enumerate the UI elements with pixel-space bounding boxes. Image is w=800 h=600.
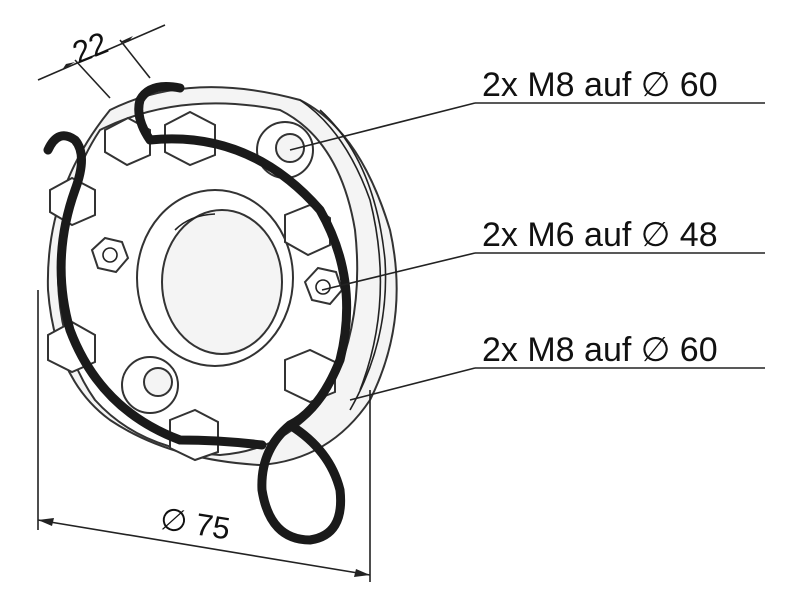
hex-nuts [90,236,344,306]
leader-lines [289,102,765,401]
callout-middle: 2x M6 auf ∅ 48 [482,216,718,254]
callout-bottom: 2x M8 auf ∅ 60 [482,331,718,369]
callout-top: 2x M8 auf ∅ 60 [482,66,718,104]
dimension-width: 22 [37,24,166,99]
central-bore [136,189,294,367]
dimension-diameter-label: ∅ 75 [158,501,233,547]
wire-spring [43,82,352,545]
